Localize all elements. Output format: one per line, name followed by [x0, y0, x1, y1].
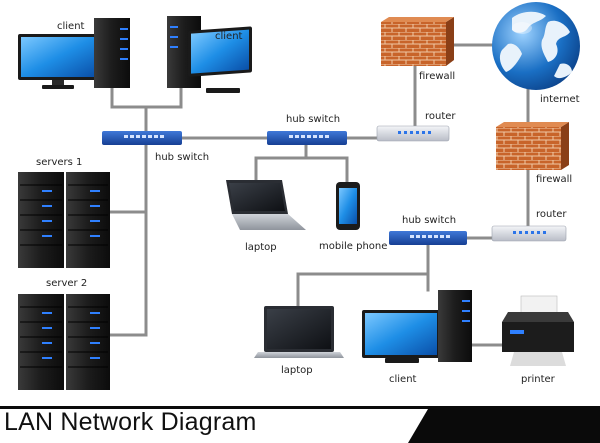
router-label: router — [536, 209, 567, 220]
switch-ports — [289, 135, 329, 138]
router-label: router — [425, 111, 456, 122]
laptop-bottom[interactable]: laptop — [254, 306, 344, 376]
server-tower — [18, 294, 64, 390]
page-title: LAN Network Diagram — [4, 408, 257, 436]
router-leds — [513, 231, 546, 234]
monitor-stand — [52, 80, 64, 85]
laptop-screen — [229, 183, 285, 211]
laptop-mid[interactable]: laptop — [226, 180, 306, 253]
client-top-left[interactable]: client — [18, 18, 130, 89]
monitor-base — [385, 358, 419, 363]
paper-tray — [520, 295, 558, 315]
cable-hub-center-to-devices — [254, 143, 308, 182]
firewall-side — [446, 17, 454, 66]
client-top-right[interactable]: client — [167, 16, 252, 93]
internet-globe[interactable]: internet — [492, 2, 580, 105]
monitor-screen — [365, 313, 437, 355]
monitor-base — [42, 85, 74, 89]
mobile-phone[interactable]: mobile phone — [319, 182, 387, 252]
printer-label: printer — [521, 374, 556, 385]
router-top[interactable]: router — [376, 111, 456, 142]
firewall-wall — [496, 127, 561, 170]
laptop-base — [232, 214, 306, 230]
tower-lights — [120, 28, 128, 60]
monitor-screen — [21, 37, 95, 77]
hub-switch-center[interactable]: hub switch — [267, 114, 347, 145]
cable-client-top-right — [144, 86, 183, 109]
firewall-side — [561, 122, 569, 170]
servers-1-label: servers 1 — [36, 157, 82, 168]
mobile-phone-label: mobile phone — [319, 241, 387, 252]
client-label: client — [57, 21, 85, 32]
firewall-top-face — [381, 17, 454, 22]
tower-lights — [462, 300, 470, 322]
cable-hub-right-to-bottom — [296, 243, 430, 308]
globe-highlight — [512, 22, 532, 34]
server-2[interactable]: server 2 — [18, 278, 110, 390]
output-tray — [510, 352, 566, 366]
cable-hub-left-to-servers — [108, 143, 148, 337]
router-body — [491, 225, 567, 242]
cable-hub-center-to-phone — [304, 156, 349, 184]
hub-switch-left[interactable]: hub switch — [102, 131, 209, 163]
server-lights — [42, 190, 100, 237]
laptop-base — [254, 352, 344, 358]
firewall-top-face — [496, 122, 569, 127]
printer-panel — [510, 330, 524, 334]
title-banner — [0, 406, 600, 443]
server-bays — [20, 184, 108, 246]
printer-top — [502, 312, 574, 322]
printer[interactable]: printer — [502, 295, 574, 385]
server-bays — [20, 306, 108, 368]
server-lights — [42, 312, 100, 359]
monitor-screen — [191, 29, 249, 74]
internet-label: internet — [540, 94, 580, 105]
monitor-base — [206, 88, 240, 93]
firewall-top[interactable]: firewall — [381, 17, 455, 82]
server-tower — [66, 172, 110, 268]
client-label: client — [215, 31, 243, 42]
switch-ports — [124, 135, 164, 138]
banner-bar — [0, 406, 600, 409]
hub-switch-right[interactable]: hub switch — [389, 215, 467, 245]
client-label: client — [389, 374, 417, 385]
banner-slant — [408, 409, 600, 443]
phone-screen — [339, 188, 357, 224]
switch-ports — [410, 235, 450, 238]
hub-switch-label: hub switch — [286, 114, 340, 125]
firewall-right[interactable]: firewall — [496, 122, 572, 185]
hub-switch-label: hub switch — [155, 152, 209, 163]
cable-client-top-left — [110, 86, 148, 134]
server-2-label: server 2 — [46, 278, 87, 289]
tower-lights — [170, 26, 178, 48]
router-leds — [398, 131, 431, 134]
laptop-label: laptop — [281, 365, 313, 376]
router-right[interactable]: router — [491, 209, 567, 242]
client-bottom[interactable]: client — [362, 290, 472, 385]
servers-1[interactable]: servers 1 — [18, 157, 110, 268]
server-tower — [66, 294, 110, 390]
continents — [499, 11, 572, 79]
laptop-label: laptop — [245, 242, 277, 253]
laptop-screen — [267, 309, 331, 349]
hub-switch-label: hub switch — [402, 215, 456, 226]
firewall-label: firewall — [419, 71, 455, 82]
server-tower — [18, 172, 64, 268]
printer-body — [502, 322, 574, 352]
firewall-wall — [381, 22, 446, 66]
firewall-label: firewall — [536, 174, 572, 185]
